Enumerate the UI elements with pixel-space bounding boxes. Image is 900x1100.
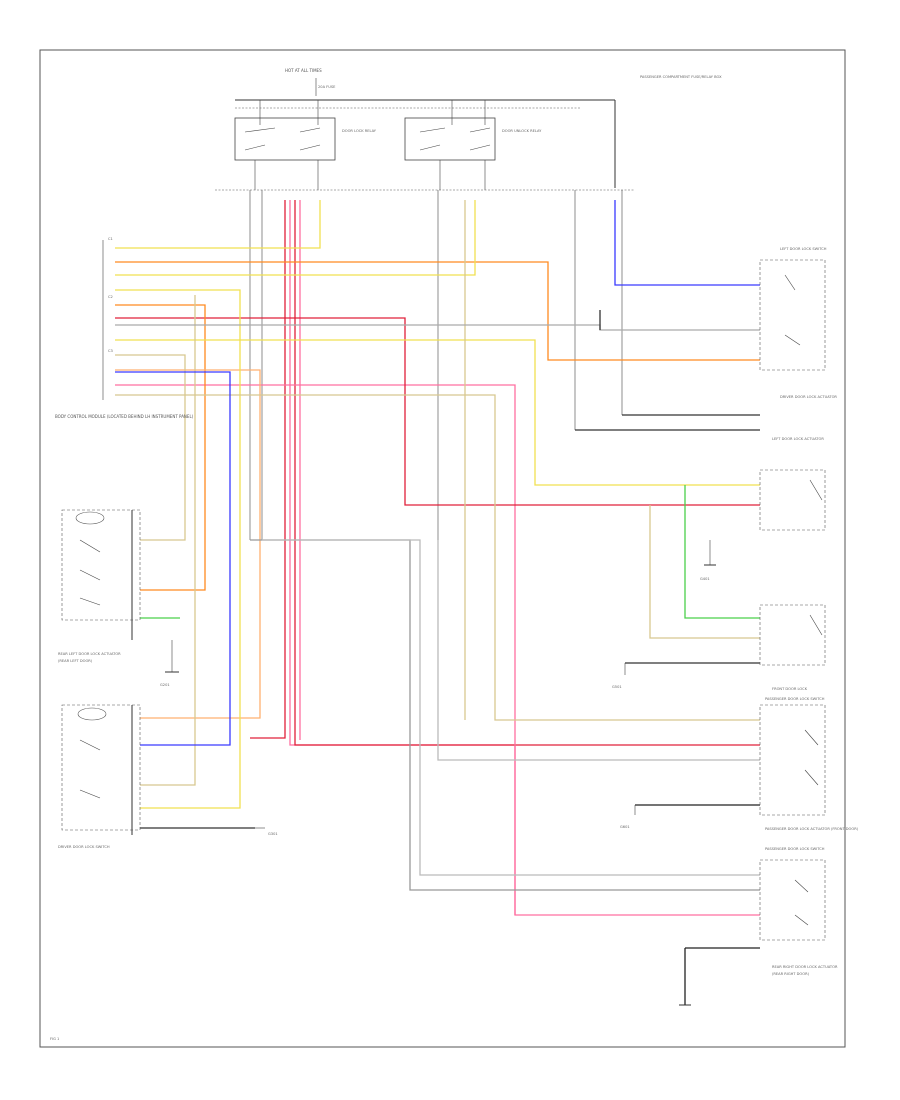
connector-drops: [249, 190, 623, 540]
hot-all-times-label: HOT AT ALL TIMES: [285, 68, 322, 73]
lh-door-module: LEFT DOOR LOCK SWITCH DRIVER DOOR LOCK A…: [759, 247, 837, 399]
pass-door-switch: PASSENGER DOOR LOCK SWITCH PASSENGER DOO…: [759, 697, 859, 831]
relay-a-label: DOOR LOCK RELAY: [342, 129, 377, 133]
pass-door-module-label: PASSENGER DOOR LOCK SWITCH: [765, 847, 825, 851]
wires: [115, 200, 760, 1005]
rear-lh-actuator-label: REAR LEFT DOOR LOCK ACTUATOR: [58, 652, 121, 656]
rear-rh-actuator-label: REAR RIGHT DOOR LOCK ACTUATOR: [772, 965, 838, 969]
lh-door-module-label: LEFT DOOR LOCK SWITCH: [780, 247, 827, 251]
svg-text:C3: C3: [108, 349, 113, 353]
driver-door-switch: DRIVER DOOR LOCK SWITCH: [58, 704, 141, 849]
fuse-block-label: PASSENGER COMPARTMENT FUSE/RELAY BOX: [640, 75, 722, 79]
ground-g3: G401: [700, 540, 716, 581]
ground-g3-label: G401: [700, 577, 710, 581]
svg-text:C2: C2: [108, 295, 113, 299]
ground-g4: G501: [612, 663, 626, 689]
front-door-lock-label: FRONT DOOR LOCK: [772, 687, 808, 691]
svg-text:C1: C1: [108, 237, 113, 241]
relay-b: DOOR UNLOCK RELAY: [404, 100, 542, 190]
ground-g1-label: G201: [160, 683, 170, 687]
rear-lh-switch: REAR LEFT DOOR LOCK ACTUATOR (REAR LEFT …: [58, 509, 141, 663]
ground-g5-label: G601: [620, 825, 630, 829]
ground-g5: G601: [620, 805, 636, 829]
ground-g1: G201: [160, 640, 179, 687]
pass-lock-switch-label: PASSENGER DOOR LOCK SWITCH: [765, 697, 825, 701]
ground-g2-label: G301: [268, 832, 278, 836]
ground-g2: G301: [255, 827, 278, 836]
relay-a: DOOR LOCK RELAY: [234, 100, 377, 190]
bcm-connector: C1 C2 C3 BODY CONTROL MODULE (LOCATED BE…: [55, 237, 194, 419]
driver-actuator-label: DRIVER DOOR LOCK ACTUATOR: [780, 395, 837, 399]
diagram-border: [39, 49, 846, 1048]
ground-g4-label: G501: [612, 685, 622, 689]
front-door-lock: FRONT DOOR LOCK: [759, 604, 826, 691]
footer-code: FIG 1: [50, 1037, 59, 1041]
pass-actuator-label: PASSENGER DOOR LOCK ACTUATOR (FRONT DOOR…: [765, 827, 859, 831]
bcm-label: BODY CONTROL MODULE (LOCATED BEHIND LH I…: [55, 414, 194, 419]
rear-rh-actuator: REAR RIGHT DOOR LOCK ACTUATOR (REAR RIGH…: [679, 965, 838, 1006]
driver-switch-label: DRIVER DOOR LOCK SWITCH: [58, 845, 110, 849]
relay-b-label: DOOR UNLOCK RELAY: [502, 129, 542, 133]
fuse-label: 20A FUSE: [318, 85, 336, 89]
pass-door-module: PASSENGER DOOR LOCK SWITCH: [759, 847, 826, 941]
left-door-lock-label: LEFT DOOR LOCK ACTUATOR: [772, 437, 824, 441]
rear-rh-note: (REAR RIGHT DOOR): [772, 972, 810, 976]
left-door-lock: LEFT DOOR LOCK ACTUATOR: [759, 437, 826, 531]
rear-lh-note: (REAR LEFT DOOR): [58, 659, 93, 663]
fuse-section: HOT AT ALL TIMES 20A FUSE PASSENGER COMP…: [235, 68, 722, 188]
